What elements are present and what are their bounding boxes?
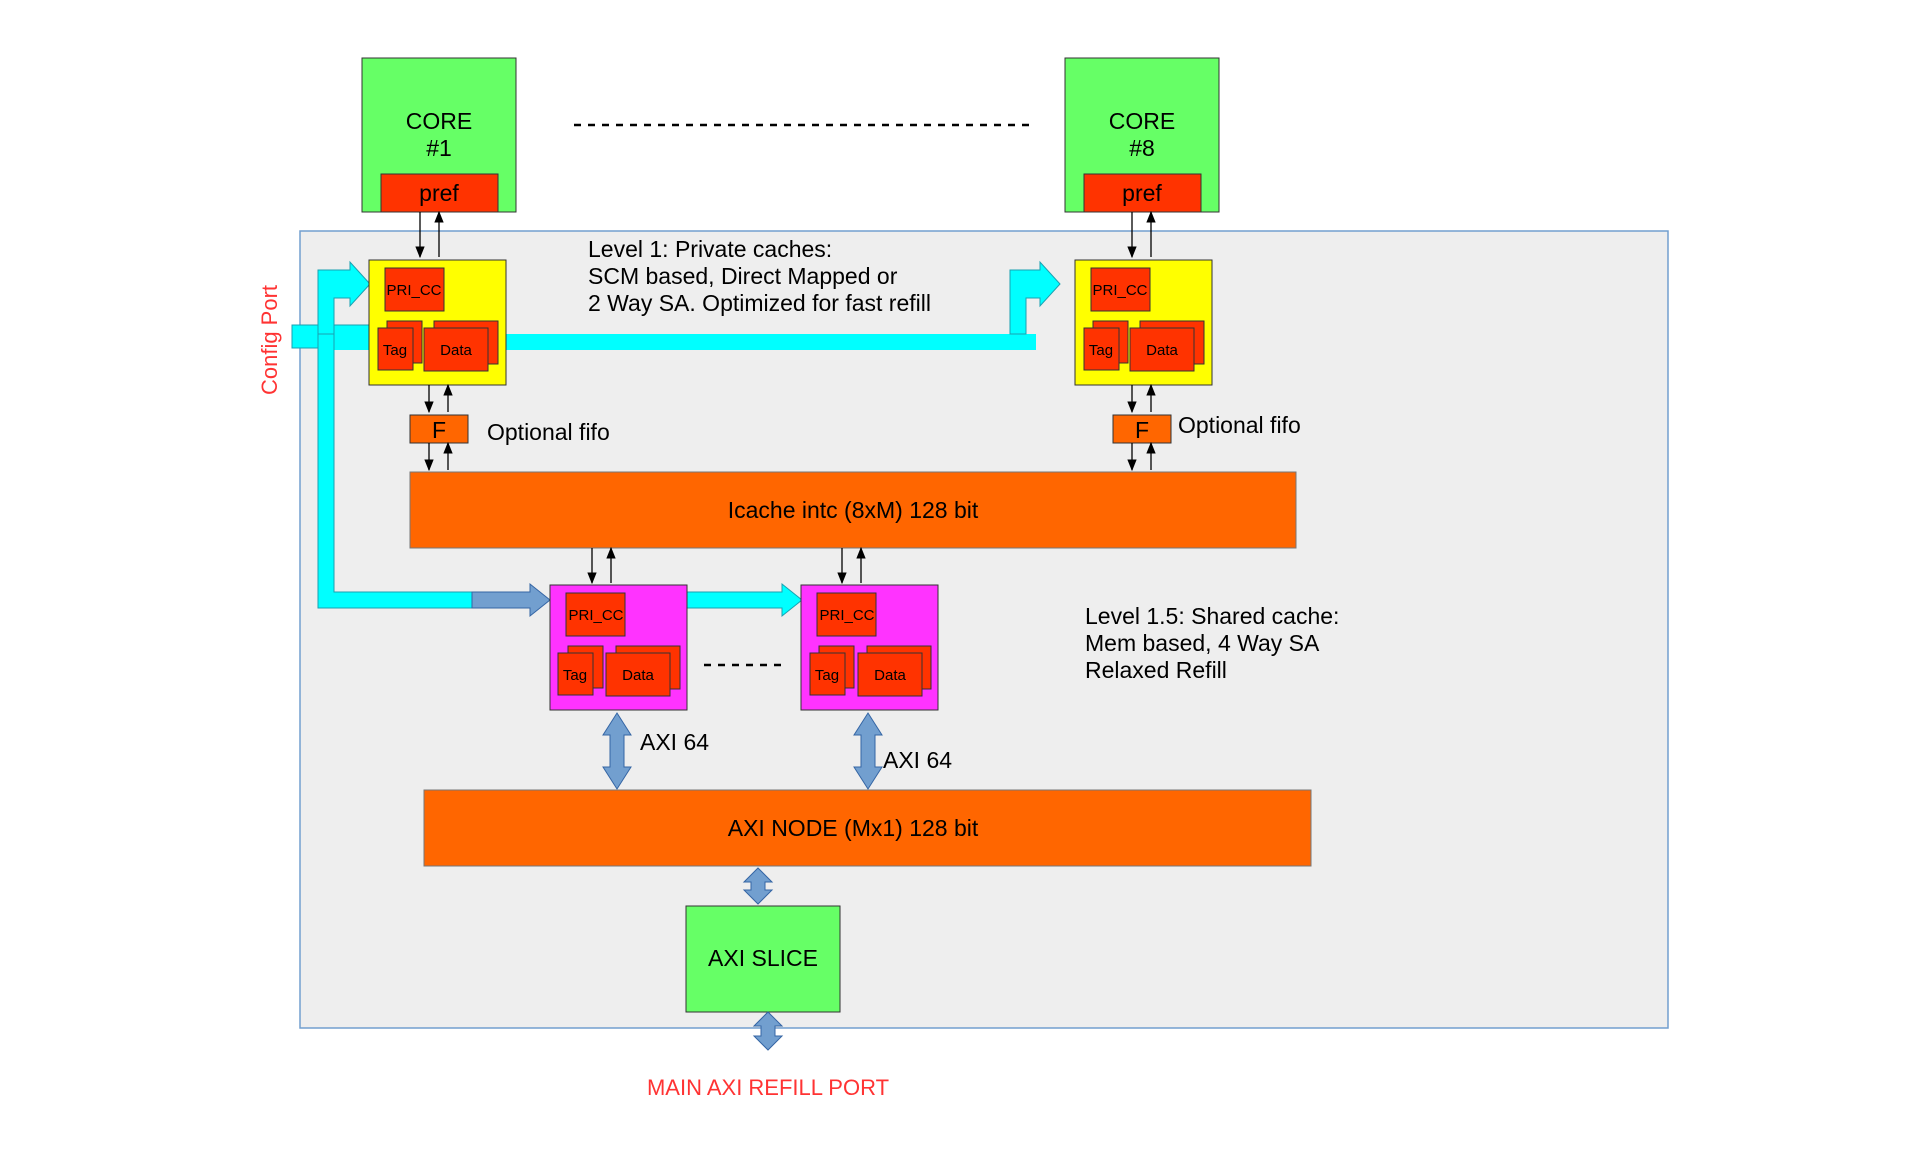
fifo-8: F Optional fifo [1112,412,1301,444]
l1-to-fifo-arrows [424,383,1156,414]
l1-1-pri-cc: PRI_CC [386,282,441,299]
fifo-1-label: F [432,417,446,443]
axi-slice-label: AXI SLICE [708,945,818,971]
axi-slice: AXI SLICE [685,905,841,1013]
core-1-number: #1 [426,135,452,161]
l15-2-data: Data [874,667,906,684]
core-1-label: CORE [406,108,472,134]
fifo-1-note: Optional fifo [487,419,610,445]
fifo-to-intc-arrows [424,441,1156,472]
core-1: CORE #1 pref [361,57,517,213]
intc-to-l15-arrows [587,546,866,585]
icache-interconnect-label: Icache intc (8xM) 128 bit [728,497,979,523]
icache-interconnect: Icache intc (8xM) 128 bit [409,471,1297,549]
level1-note-line-3: 2 Way SA. Optimized for fast refill [588,290,931,316]
config-port-label: Config Port [257,285,282,395]
l15-cache-1: PRI_CC Tag Data [549,584,688,711]
l15-cache-2: PRI_CC Tag Data [800,584,939,711]
l1-8-pri-cc: PRI_CC [1092,282,1147,299]
core-8-number: #8 [1129,135,1155,161]
l15-1-pri-cc: PRI_CC [568,607,623,624]
axi-node: AXI NODE (Mx1) 128 bit [423,789,1312,867]
level1-note-line-2: SCM based, Direct Mapped or [588,263,898,289]
level1-note-line-1: Level 1: Private caches: [588,236,832,262]
axi64-label-2: AXI 64 [883,747,952,773]
l1-cache-1: PRI_CC Tag Data [368,259,507,386]
main-axi-refill-port-label: MAIN AXI REFILL PORT [647,1075,889,1100]
l15-2-pri-cc: PRI_CC [819,607,874,624]
l15-1-data: Data [622,667,654,684]
core-1-prefetcher: pref [419,180,459,206]
l15-1-tag: Tag [563,667,587,684]
level15-note: Level 1.5: Shared cache: Mem based, 4 Wa… [1085,603,1339,683]
axi64-arrows [602,712,883,790]
l1-8-tag: Tag [1089,342,1113,359]
core-to-l1-arrows [415,210,1156,259]
level15-note-line-1: Level 1.5: Shared cache: [1085,603,1339,629]
config-bus [291,260,1061,618]
core-8-label: CORE [1109,108,1175,134]
fifo-1: F Optional fifo [409,414,610,445]
core-8-prefetcher: pref [1122,180,1162,206]
fifo-8-label: F [1135,417,1149,443]
l1-8-data: Data [1146,342,1178,359]
l1-cache-8: PRI_CC Tag Data [1074,259,1213,386]
level1-note: Level 1: Private caches: SCM based, Dire… [588,236,931,316]
axi64-label-1: AXI 64 [640,729,709,755]
l15-2-tag: Tag [815,667,839,684]
level15-note-line-3: Relaxed Refill [1085,657,1227,683]
level15-note-line-2: Mem based, 4 Way SA [1085,630,1320,656]
l1-1-tag: Tag [383,342,407,359]
axi-node-label: AXI NODE (Mx1) 128 bit [728,815,979,841]
fifo-8-note: Optional fifo [1178,412,1301,438]
cluster-panel [299,230,1669,1029]
l1-1-data: Data [440,342,472,359]
axi-node-to-slice-arrow [742,867,774,905]
main-port-arrow [752,1011,784,1051]
core-8: CORE #8 pref [1064,57,1220,213]
